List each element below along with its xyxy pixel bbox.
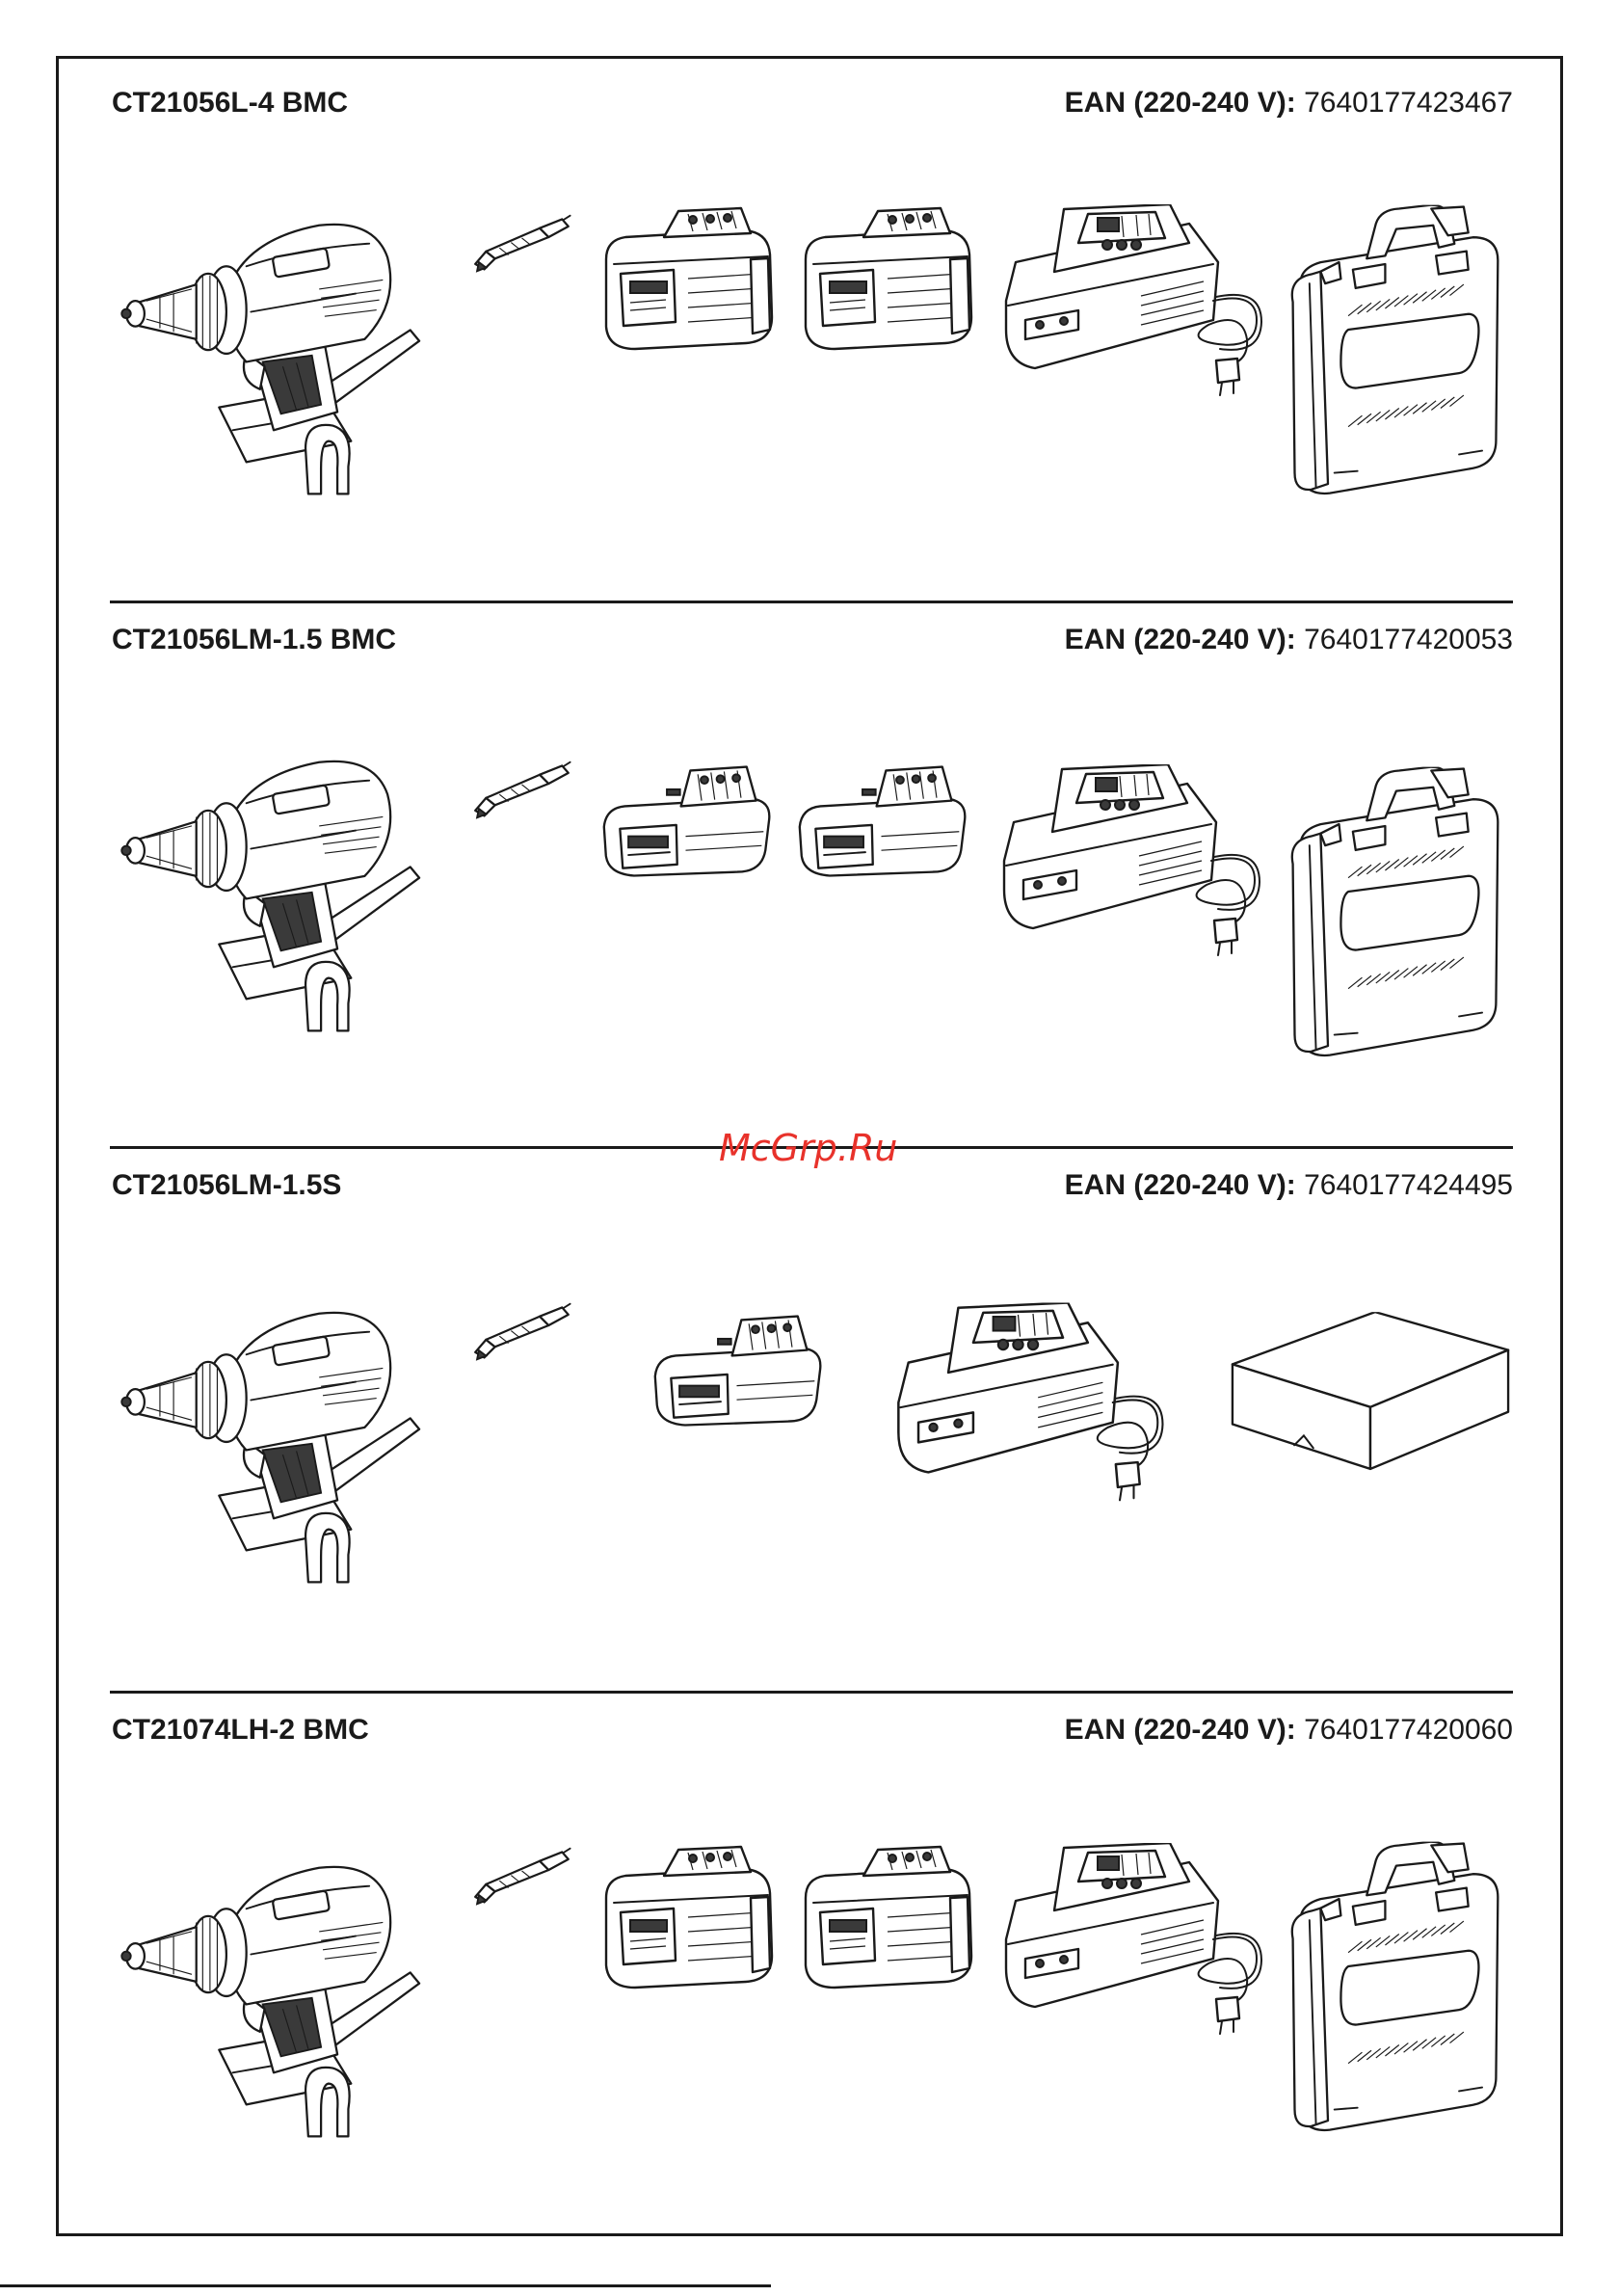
carry-case-icon: [1284, 1835, 1505, 2144]
battery-large-icon: [597, 1845, 780, 1989]
ean-number: EAN (220-240 V): 7640177424495: [1065, 1169, 1513, 1202]
ean-value: 7640177423467: [1304, 87, 1513, 119]
battery-small-icon: [597, 761, 775, 884]
product-section-1: CT21056L-4 BMC EAN (220-240 V): 76401774…: [110, 64, 1513, 603]
bit-icon: [466, 759, 577, 821]
ean-number: EAN (220-240 V): 7640177423467: [1065, 87, 1513, 120]
contents-illustration: [110, 150, 1513, 603]
ean-value: 7640177424495: [1304, 1169, 1513, 1201]
bit-icon: [466, 212, 577, 275]
ean-label: EAN (220-240 V):: [1065, 624, 1296, 655]
model-name: CT21074LH-2 BMC: [112, 1714, 369, 1747]
model-name: CT21056LM-1.5S: [112, 1169, 341, 1202]
cardboard-box-icon: [1228, 1312, 1513, 1474]
battery-small-icon: [792, 761, 970, 884]
product-section-4: CT21074LH-2 BMC EAN (220-240 V): 7640177…: [110, 1691, 1513, 2230]
watermark: McGrp.Ru: [719, 1127, 897, 1169]
ean-number: EAN (220-240 V): 7640177420060: [1065, 1714, 1513, 1747]
ean-number: EAN (220-240 V): 7640177420053: [1065, 624, 1513, 656]
drill-icon: [110, 199, 438, 507]
product-section-3: CT21056LM-1.5S EAN (220-240 V): 76401774…: [110, 1146, 1513, 1686]
battery-large-icon: [597, 206, 780, 351]
contents-illustration: [110, 1777, 1513, 2230]
ean-value: 7640177420053: [1304, 624, 1513, 655]
charger-icon: [996, 204, 1276, 397]
model-name: CT21056LM-1.5 BMC: [112, 624, 396, 656]
ean-label: EAN (220-240 V):: [1065, 87, 1296, 119]
ean-value: 7640177420060: [1304, 1714, 1513, 1746]
model-name: CT21056L-4 BMC: [112, 87, 348, 120]
drill-icon: [110, 1841, 438, 2149]
contents-illustration: [110, 1233, 1513, 1686]
battery-large-icon: [796, 1845, 979, 1989]
bit-icon: [466, 1845, 577, 1908]
section-divider: [110, 601, 1513, 603]
section-divider: [110, 1691, 1513, 1694]
footer-rule: [0, 2284, 771, 2287]
product-section-2: CT21056LM-1.5 BMC EAN (220-240 V): 76401…: [110, 601, 1513, 1140]
charger-icon: [889, 1302, 1178, 1503]
bit-icon: [466, 1300, 577, 1363]
drill-icon: [110, 1287, 438, 1595]
drill-icon: [110, 735, 438, 1044]
charger-icon: [995, 764, 1274, 957]
battery-large-icon: [796, 206, 979, 351]
charger-icon: [996, 1843, 1276, 2036]
carry-case-icon: [1284, 761, 1505, 1069]
carry-case-icon: [1284, 199, 1505, 507]
battery-small-icon: [648, 1310, 826, 1433]
ean-label: EAN (220-240 V):: [1065, 1714, 1296, 1746]
ean-label: EAN (220-240 V):: [1065, 1169, 1296, 1201]
contents-illustration: [110, 687, 1513, 1140]
